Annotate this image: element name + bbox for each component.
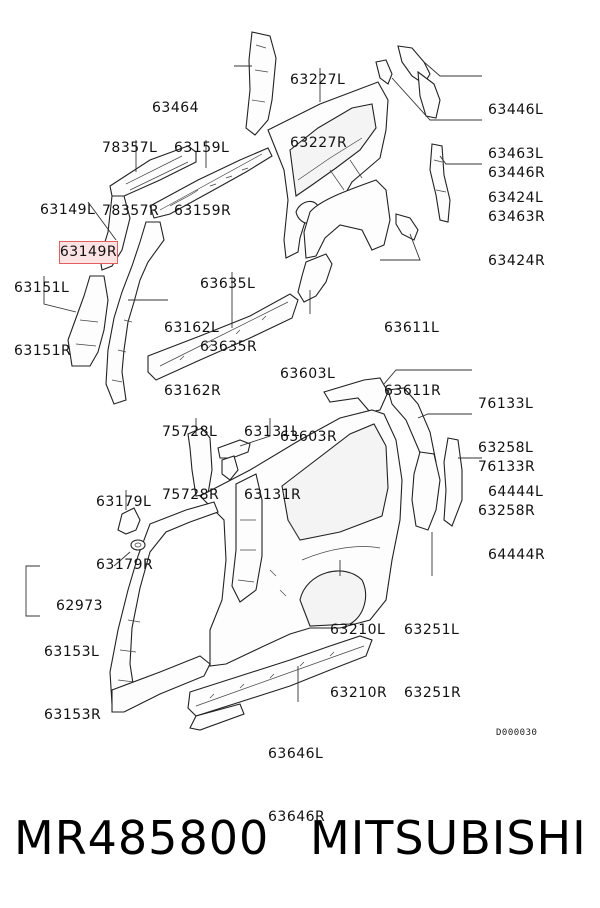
- label-line: 63159L: [174, 140, 230, 156]
- diagram-code: D000030: [496, 728, 538, 738]
- part-63603-wheelhouse: [297, 253, 333, 303]
- label-line: 75728R: [162, 487, 220, 503]
- label-line: 63151R: [14, 343, 72, 359]
- label-63611: 63611L 63611R: [384, 276, 441, 444]
- part-63153-pillar: [109, 501, 219, 713]
- part-63131-strip: [217, 439, 251, 481]
- label-63603: 63603L 63603R: [280, 322, 337, 490]
- label-line: 78357R: [102, 203, 160, 219]
- label-line: 63153L: [44, 644, 100, 660]
- label-line: 62973: [56, 598, 104, 614]
- label-line: 78357L: [102, 140, 158, 156]
- part-63162-center-pillar: [105, 221, 165, 405]
- label-63159: 63159L 63159R: [174, 96, 231, 264]
- label-63424: 63424L 63424R: [488, 146, 545, 314]
- footer-brand: MITSUBISHI: [310, 811, 587, 865]
- label-line: 63162R: [164, 383, 222, 399]
- label-line: 63162L: [164, 320, 220, 336]
- label-62973: 62973: [56, 554, 103, 659]
- label-line: 63446L: [488, 102, 544, 118]
- label-line: 63603R: [280, 429, 338, 445]
- label-line: 63153R: [44, 707, 102, 723]
- label-63635: 63635L 63635R: [200, 232, 257, 400]
- label-line: 63227R: [290, 135, 348, 151]
- label-line: 63463R: [488, 209, 546, 225]
- part-62973-grommet: [130, 539, 146, 551]
- label-line: 63159R: [174, 203, 232, 219]
- label-line: 63635R: [200, 339, 258, 355]
- part-63159-roof-rail: [149, 147, 273, 219]
- part-63464-pillar: [245, 31, 277, 136]
- label-line: 63611L: [384, 320, 440, 336]
- label-63162: 63162L 63162R: [164, 276, 221, 444]
- label-line: 63179L: [96, 494, 152, 510]
- leader-lines: [25, 61, 482, 702]
- label-line: 63424L: [488, 190, 544, 206]
- part-64444-reinforcement: [443, 437, 463, 527]
- label-76133: 76133L 76133R: [478, 352, 535, 520]
- label-line: 63251L: [404, 622, 460, 638]
- label-line: 63424R: [488, 253, 546, 269]
- part-63463-clip: [375, 59, 393, 85]
- part-63151-pillar-lower: [67, 275, 109, 367]
- label-63258: 63258L 63258R: [478, 396, 535, 564]
- label-line: 63210L: [330, 622, 386, 638]
- label-line: 63151L: [14, 280, 70, 296]
- label-line: 76133L: [478, 396, 534, 412]
- label-line: 63603L: [280, 366, 336, 382]
- part-76133-top-rail: [323, 377, 389, 413]
- label-line: 63646R: [268, 809, 326, 825]
- label-63464: 63464: [152, 56, 199, 161]
- label-63149: 63149L 63149R: [40, 158, 119, 284]
- label-line: 63131R: [244, 487, 302, 503]
- part-63446-bracket: [397, 45, 441, 119]
- label-63151: 63151L 63151R: [14, 236, 71, 404]
- label-line: 64444L: [488, 484, 544, 500]
- label-line: 63251R: [404, 685, 462, 701]
- label-line: 63611R: [384, 383, 442, 399]
- body-side-panel-drawing: [25, 31, 482, 731]
- highlighted-part-number: 63149R: [58, 241, 119, 264]
- part-63635-sill: [147, 293, 299, 381]
- label-line: 63179R: [96, 557, 154, 573]
- part-63227-quarter-inner: [267, 81, 391, 259]
- label-63153: 63153L 63153R: [44, 600, 101, 768]
- label-line: 63131L: [244, 424, 300, 440]
- part-63424-reinforcement: [429, 143, 451, 223]
- label-64444: 64444L 64444R: [488, 440, 545, 608]
- part-63210-outer-body-side: [199, 409, 403, 667]
- label-line: 63210R: [330, 685, 388, 701]
- label-78357: 78357L 78357R: [102, 96, 159, 264]
- label-line: 63635L: [200, 276, 256, 292]
- part-63646-rocker-sill: [187, 635, 373, 731]
- label-line: 63646L: [268, 746, 324, 762]
- label-63251: 63251L 63251R: [404, 578, 461, 746]
- part-63179-bracket: [117, 507, 141, 535]
- label-line: 63258L: [478, 440, 534, 456]
- label-line: 64444R: [488, 547, 546, 563]
- label-63210: 63210L 63210R: [330, 578, 387, 746]
- label-line: 63463L: [488, 146, 544, 162]
- label-line: 63149L: [40, 202, 96, 218]
- label-line: 75728L: [162, 424, 218, 440]
- label-63446: 63446L 63446R: [488, 58, 545, 226]
- label-63646: 63646L 63646R: [268, 702, 325, 870]
- label-63227: 63227L 63227R: [290, 28, 347, 196]
- label-63131: 63131L 63131R: [244, 380, 301, 548]
- part-63251-rear-piece: [411, 451, 441, 531]
- label-75728: 75728L 75728R: [162, 380, 219, 548]
- label-line: 63446R: [488, 165, 546, 181]
- footer-part-number: MR485800: [14, 811, 270, 865]
- label-63179: 63179L 63179R: [96, 450, 153, 618]
- part-63611-bracket: [395, 213, 419, 241]
- label-line: 63258R: [478, 503, 536, 519]
- label-line: 63227L: [290, 72, 346, 88]
- label-63463: 63463L 63463R: [488, 102, 545, 270]
- label-line: 76133R: [478, 459, 536, 475]
- label-line: 63464: [152, 100, 200, 116]
